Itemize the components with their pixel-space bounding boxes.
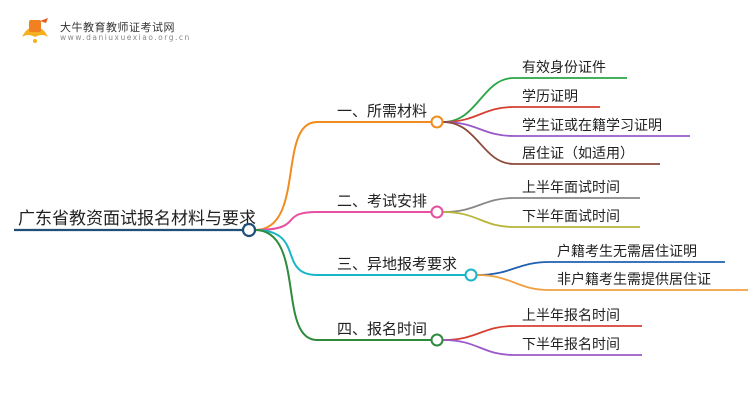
root-label: 广东省教资面试报名材料与要求: [18, 209, 256, 229]
branch-edge-1: [254, 121, 431, 231]
child-label-2-2: 下半年面试时间: [522, 209, 620, 225]
child-edge-1-1: [442, 77, 627, 123]
child-label-1-4: 居住证（如适用）: [522, 146, 634, 162]
child-edge-2-2: [442, 211, 640, 228]
child-label-4-1: 上半年报名时间: [522, 308, 620, 324]
child-label-1-3: 学生证或在籍学习证明: [522, 117, 662, 134]
branch-label-4: 四、报名时间: [337, 320, 427, 338]
branch-label-1: 一、所需材料: [337, 102, 427, 120]
root-node: [241, 222, 257, 238]
child-label-3-2: 非户籍考生需提供居住证: [557, 271, 711, 288]
branch-label-3: 三、异地报考要求: [337, 255, 457, 273]
branch-node-4: [430, 333, 444, 347]
child-edge-2-1: [442, 197, 640, 213]
child-label-3-1: 户籍考生无需居住证明: [557, 243, 697, 260]
child-label-4-2: 下半年报名时间: [522, 337, 620, 353]
child-label-2-1: 上半年面试时间: [522, 180, 620, 196]
child-edge-4-2: [442, 339, 642, 356]
branch-node-2: [430, 205, 444, 219]
brand-logo: 大牛教育教师证考试网 www.daniuxuexiao.org.cn: [18, 17, 191, 47]
branch-edge-2: [254, 211, 431, 231]
book-pencil-icon: [22, 18, 48, 43]
branch-edge-3: [254, 229, 465, 276]
branch-label-2: 二、考试安排: [337, 192, 427, 210]
brand-title: 大牛教育教师证考试网: [60, 20, 175, 34]
mindmap-edges: [14, 77, 748, 356]
branch-node-3: [464, 268, 478, 282]
child-edge-1-3: [442, 121, 690, 137]
brand-url: www.daniuxuexiao.org.cn: [60, 32, 191, 42]
branch-node-1: [430, 115, 444, 129]
child-edge-3-2: [476, 274, 748, 291]
child-edge-4-1: [442, 325, 642, 341]
child-label-1-1: 有效身份证件: [522, 60, 606, 76]
child-label-1-2: 学历证明: [522, 89, 578, 105]
child-edge-3-1: [476, 261, 725, 276]
child-edge-1-4: [442, 121, 660, 165]
mindmap-nodes: 广东省教资面试报名材料与要求 一、所需材料 有效身份证件学历证明学生证或在籍学习证明…: [18, 60, 711, 353]
child-edge-1-2: [442, 106, 600, 123]
branch-edge-4: [254, 229, 431, 341]
